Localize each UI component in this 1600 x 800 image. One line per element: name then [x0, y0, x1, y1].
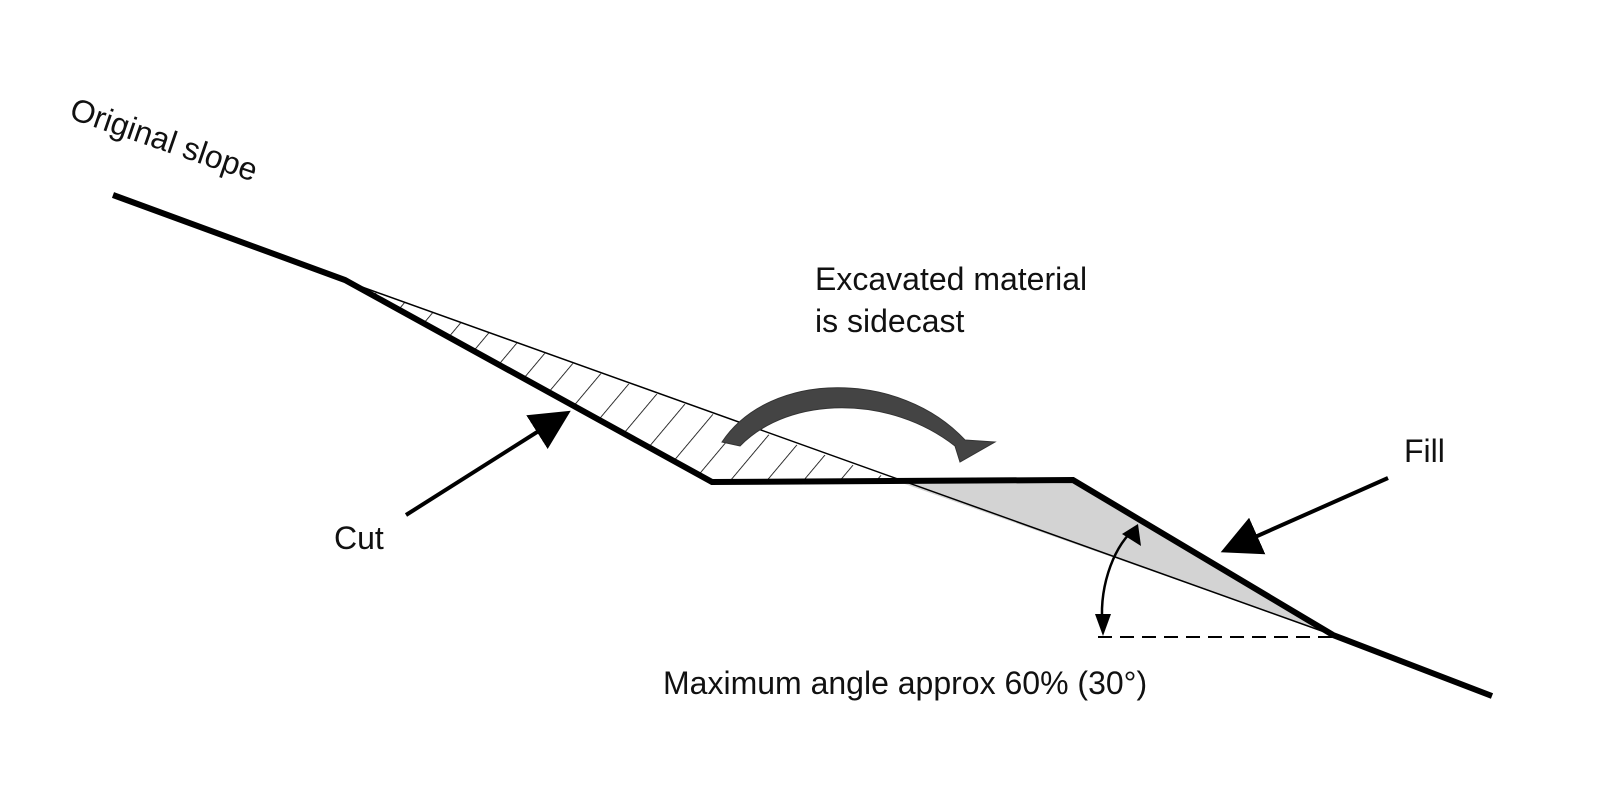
fill-label: Fill [1404, 433, 1445, 469]
original-slope-thin-line [347, 281, 1334, 636]
sidecast-arrow [721, 387, 997, 463]
excavated-material-label-line1: Excavated material [815, 261, 1087, 297]
excavated-material-label-line2: is sidecast [815, 303, 965, 339]
cut-pointer-arrow [404, 410, 571, 517]
fill-pointer-arrow [1220, 476, 1389, 555]
cut-label: Cut [334, 520, 384, 556]
angle-arc-arrowhead-top [1122, 524, 1141, 546]
maximum-angle-label: Maximum angle approx 60% (30°) [663, 665, 1147, 701]
constructed-profile-line [111, 192, 1494, 699]
angle-arc-arrowhead-bottom [1095, 614, 1111, 636]
original-slope-label: Original slope [66, 91, 263, 189]
